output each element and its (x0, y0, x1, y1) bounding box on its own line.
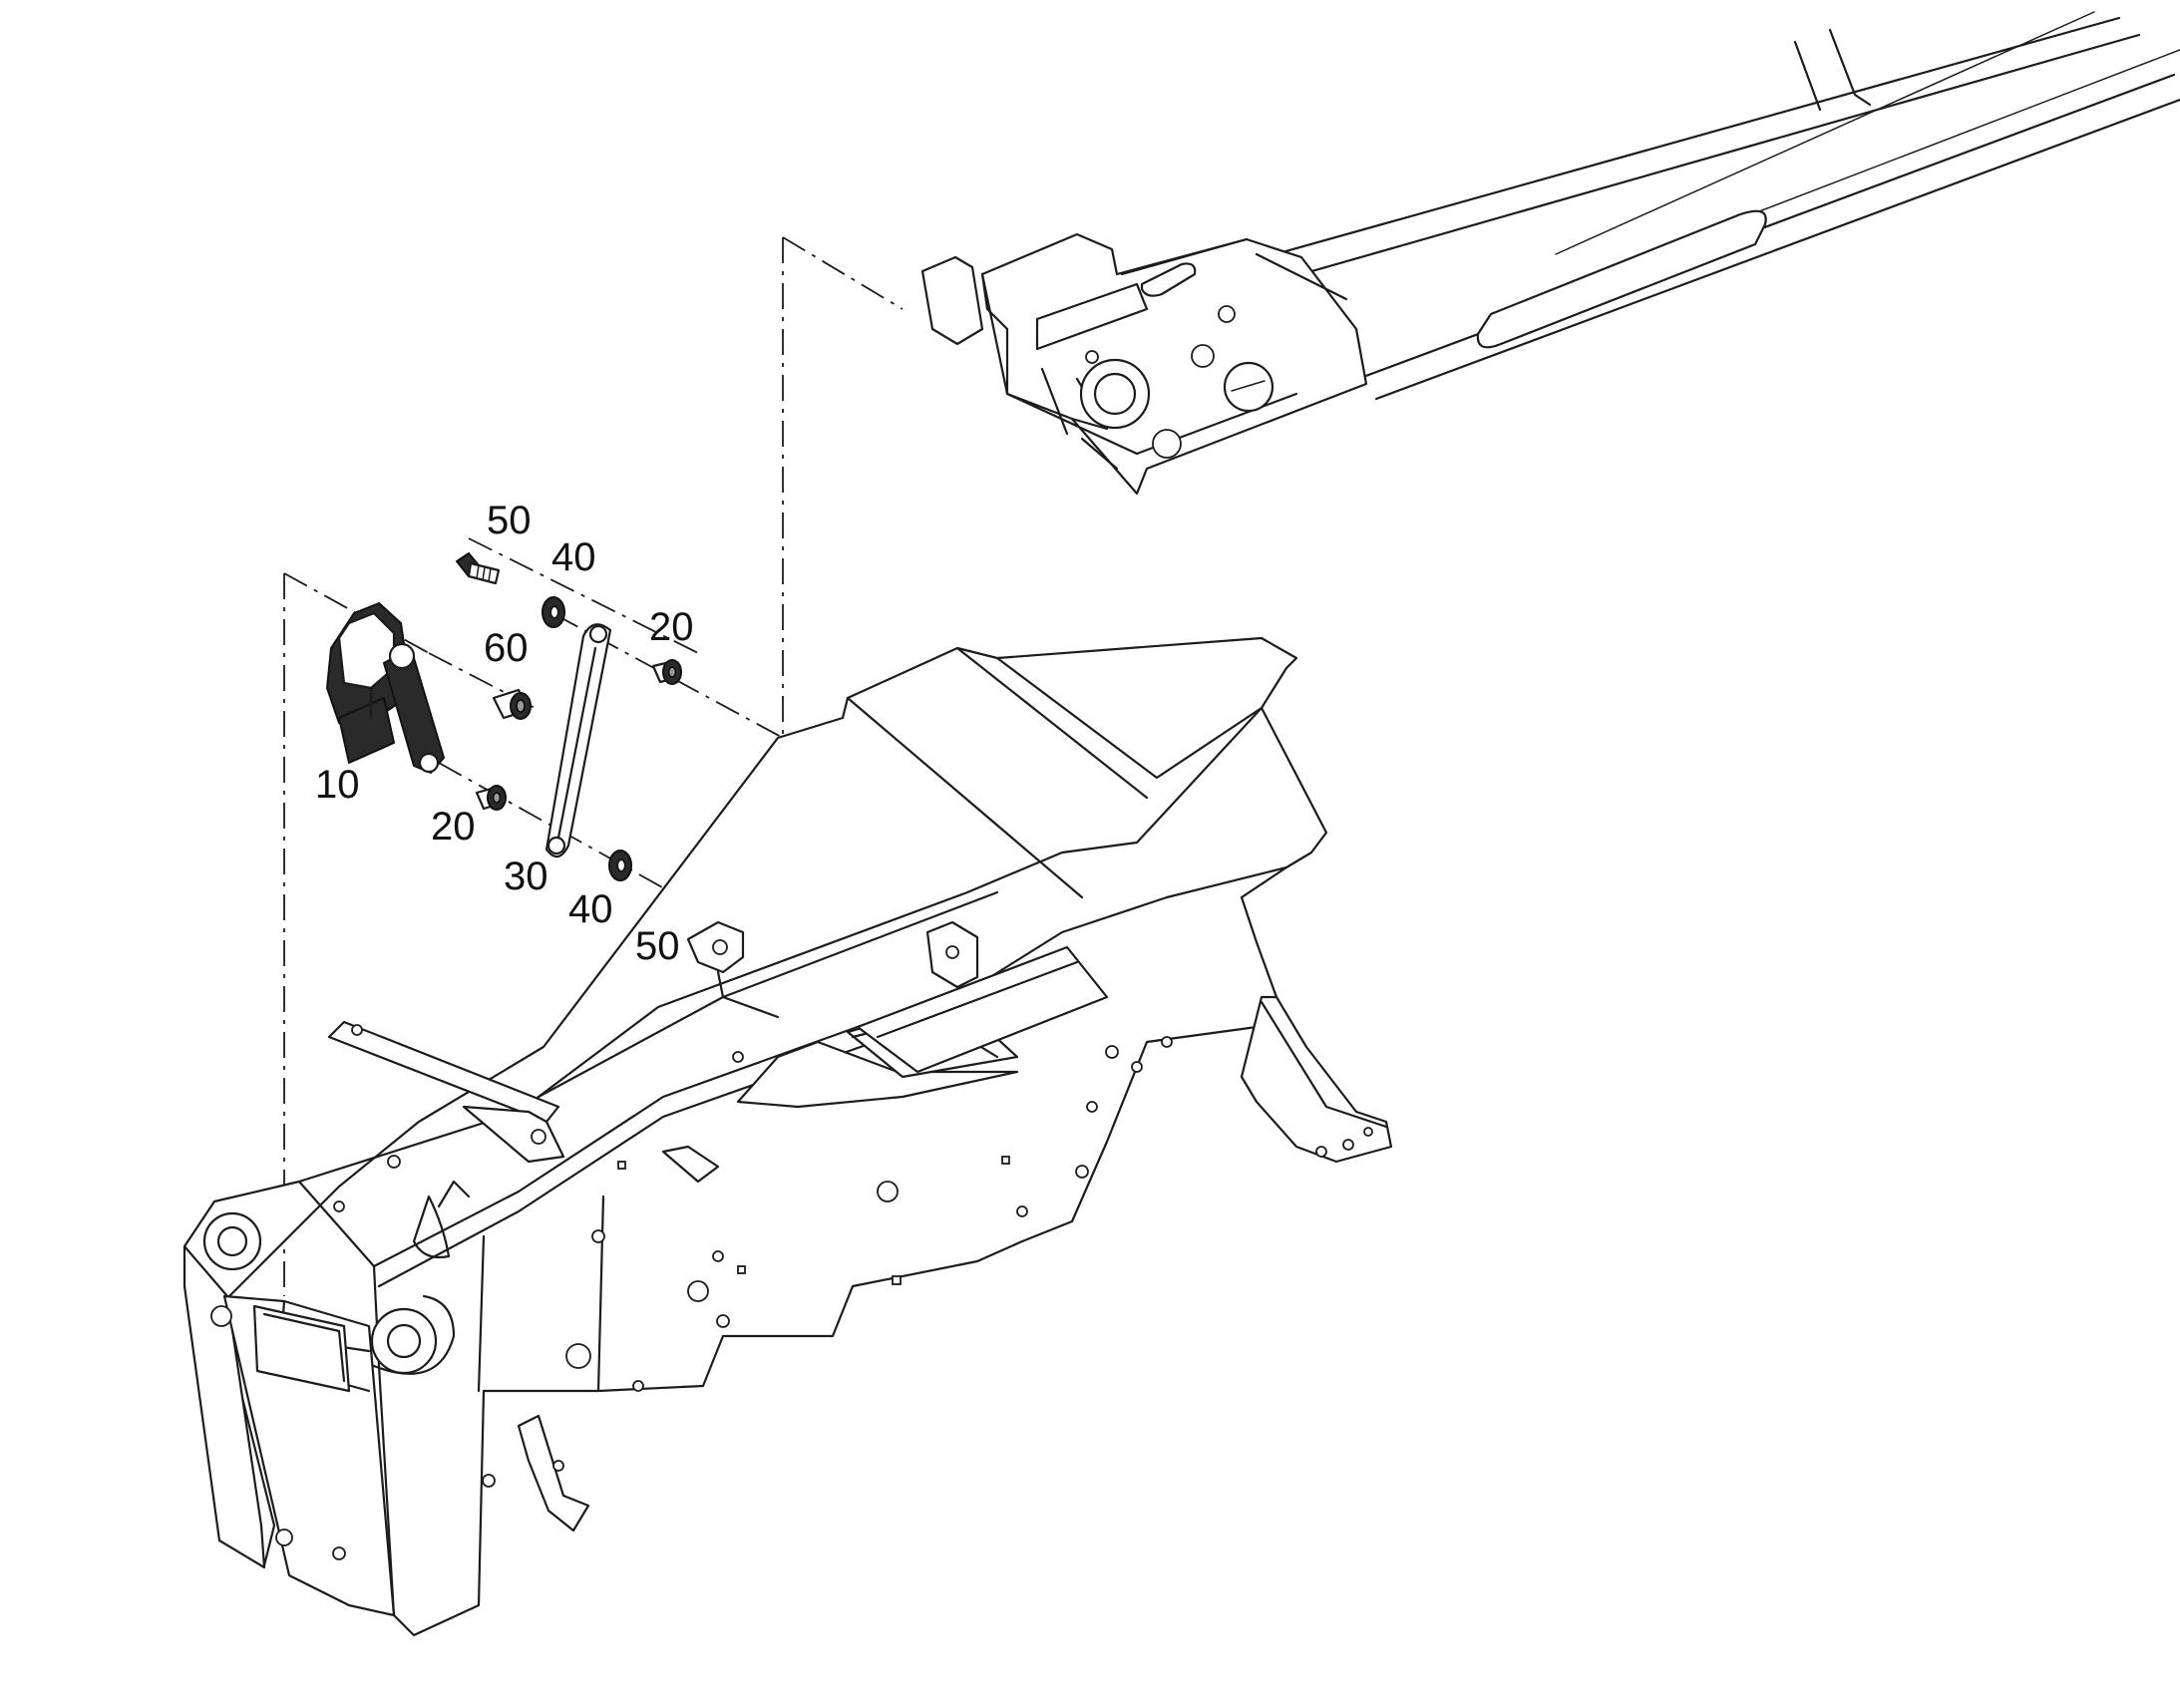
callout-40-bottom: 40 (568, 887, 613, 931)
part-50-bolt-top (456, 552, 501, 585)
callout-labels: 50 40 20 60 10 20 30 40 50 (315, 499, 694, 968)
part-20-bushing-right (651, 659, 682, 685)
part-60-screw (492, 688, 532, 720)
part-40-washer-bottom (608, 850, 632, 881)
telescopic-boom (920, 11, 2180, 496)
callout-60: 60 (484, 626, 529, 670)
part-10-height-sensor (326, 602, 445, 774)
chassis-frame (182, 636, 1393, 1637)
callout-50-bottom: 50 (635, 924, 680, 968)
callout-50-top: 50 (487, 499, 532, 542)
part-30-link-rod (545, 623, 612, 858)
callout-40-top: 40 (551, 535, 596, 579)
part-20-bushing-left (475, 785, 507, 811)
callout-10: 10 (315, 763, 360, 807)
callout-20-right: 20 (649, 605, 694, 649)
callout-20-left: 20 (431, 805, 476, 849)
callout-30: 30 (504, 854, 548, 898)
part-40-washer-top (542, 596, 565, 628)
